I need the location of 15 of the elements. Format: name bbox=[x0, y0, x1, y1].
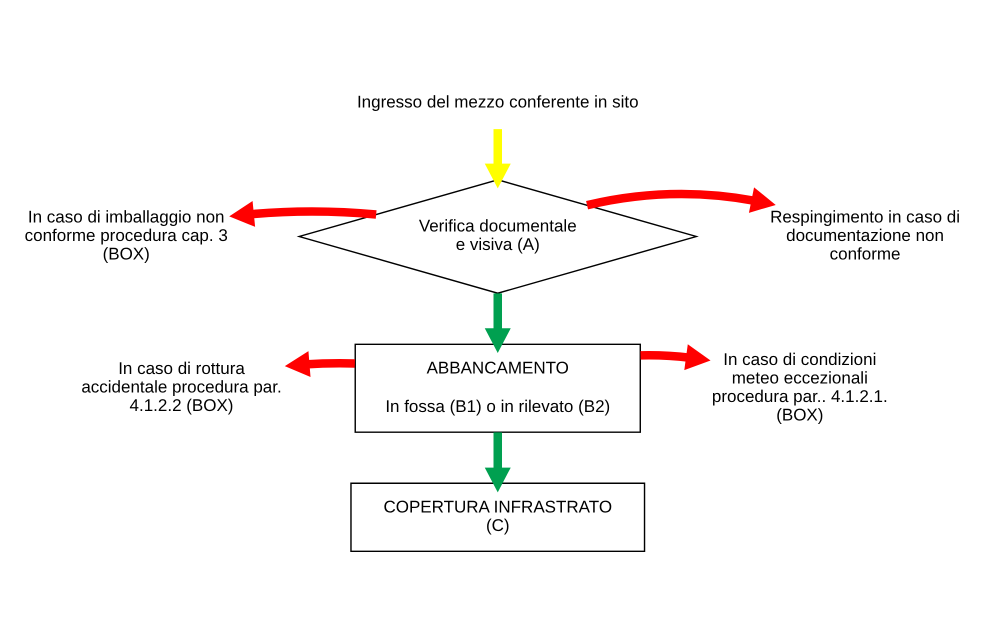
node-text: In caso di rottura accidentale procedura par. 4.1.2.2 (BOX) bbox=[81, 358, 282, 415]
arrow bbox=[484, 128, 511, 188]
node-box: ABBANCAMENTO In fossa (B1) o in rilevato (B2) bbox=[354, 343, 641, 432]
node-box: COPERTURA INFRASTRATO (C) bbox=[350, 482, 646, 552]
arrow bbox=[484, 432, 511, 492]
node-text: Ingresso del mezzo conferente in sito bbox=[356, 92, 639, 112]
arrow bbox=[284, 350, 355, 377]
node-diamond: Verifica documentale e visiva (A) bbox=[296, 178, 699, 294]
node-text: Respingimento in caso di documentazione non conforme bbox=[770, 206, 960, 263]
arrow bbox=[640, 344, 711, 370]
node-text: In caso di condizioni meteo eccezionali procedura par.. 4.1.2.1. (BOX) bbox=[712, 349, 888, 424]
arrow bbox=[484, 292, 511, 353]
arrow bbox=[586, 186, 776, 212]
arrow bbox=[229, 200, 377, 226]
node-text: In caso di imballaggio non conforme procedura cap. 3 (BOX) bbox=[24, 206, 228, 263]
